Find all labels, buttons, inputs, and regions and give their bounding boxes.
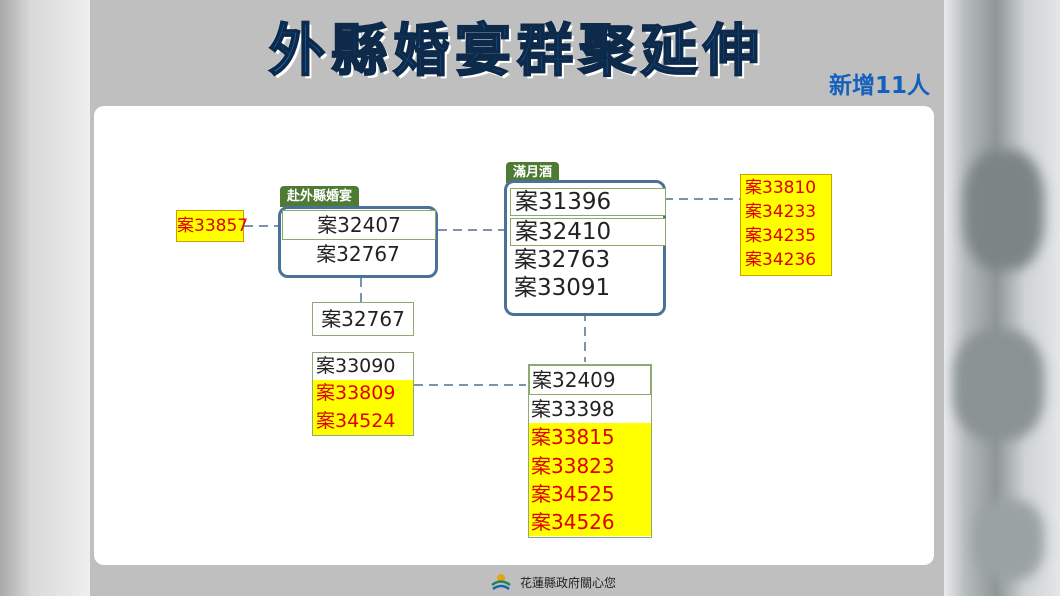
- footer-text: 花蓮縣政府關心您: [520, 575, 617, 590]
- fullmoon-case-3: 案32763: [514, 247, 611, 273]
- wedding-group-tag: 赴外縣婚宴: [280, 186, 360, 207]
- fullmoon-case-2: 案32410: [510, 218, 666, 246]
- connector-lines: [244, 198, 740, 386]
- left-case-2: 案33809: [313, 380, 413, 407]
- page-title: 外縣婚宴群聚延伸: [268, 18, 765, 85]
- wedding-case-1: 案32407: [282, 210, 436, 240]
- bottom-case-6: 案34526: [529, 508, 651, 536]
- bottom-case-4: 案33823: [529, 452, 651, 480]
- bottom-case-5: 案34525: [529, 480, 651, 508]
- diagram-panel: 案33857 赴外縣婚宴 案32407 案32767 案32767 滿月酒 案3…: [94, 106, 934, 565]
- wedding-case-2: 案32767: [316, 242, 400, 266]
- new-cases-count: 新增11人: [828, 73, 930, 99]
- right-case-3: 案34235: [745, 226, 817, 246]
- fullmoon-group-tag: 滿月酒: [506, 162, 560, 183]
- county-logo-icon: [490, 572, 512, 592]
- case-node-mid: 案32767: [312, 302, 414, 336]
- footer: 花蓮縣政府關心您: [490, 572, 616, 592]
- right-blurred-border: [944, 0, 1060, 596]
- left-case-3: 案34524: [313, 407, 413, 435]
- case-list-left: 案33090 案33809 案34524: [312, 352, 414, 436]
- fullmoon-case-1: 案31396: [510, 188, 666, 216]
- slide: 外縣婚宴群聚延伸 新增11人 案33857 赴外縣婚宴 案32407 案3276…: [90, 0, 944, 596]
- right-case-1: 案33810: [745, 178, 817, 198]
- bottom-case-3: 案33815: [529, 423, 651, 452]
- case-list-right: 案33810 案34233 案34235 案34236: [740, 174, 832, 276]
- case-list-bottom: 案32409 案33398 案33815 案33823 案34525 案3452…: [528, 364, 652, 538]
- left-case-1: 案33090: [316, 355, 396, 377]
- case-node-left: 案33857: [176, 210, 248, 242]
- right-case-4: 案34236: [745, 250, 817, 270]
- bottom-case-1: 案32409: [529, 365, 651, 395]
- fullmoon-case-4: 案33091: [514, 275, 611, 301]
- left-blurred-border: [0, 0, 90, 596]
- bottom-case-2: 案33398: [531, 397, 615, 421]
- right-case-2: 案34233: [745, 202, 817, 222]
